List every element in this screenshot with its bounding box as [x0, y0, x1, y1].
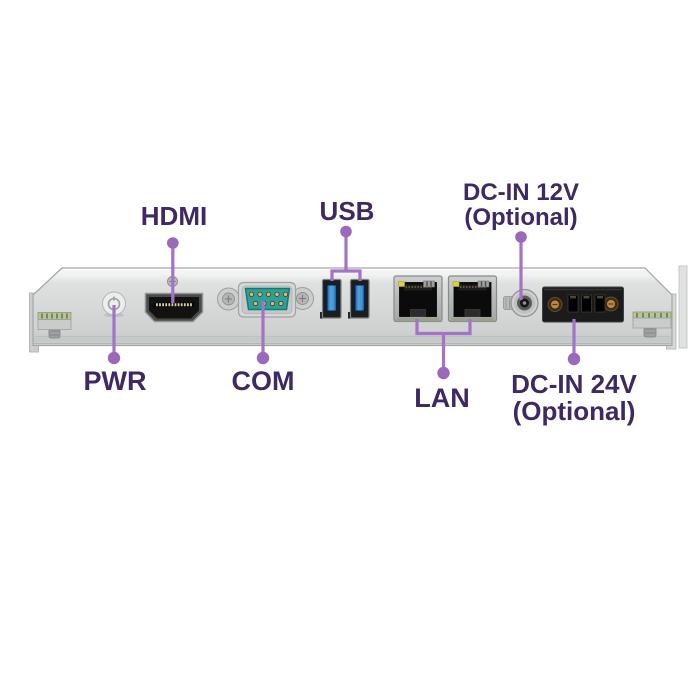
lan-port-1: [393, 275, 443, 323]
lan-leader-dot: [437, 366, 450, 380]
lan-label: LAN: [414, 383, 470, 413]
hdmi-port: [144, 292, 204, 323]
bracket-right-fold: [678, 265, 688, 349]
usb-port-2: [348, 278, 370, 319]
usb-leader-bracket: [330, 235, 362, 281]
dc-in-24v-terminal-block: [542, 286, 624, 323]
dc-in-24v-label-line2: (Optional): [512, 396, 636, 426]
com-leader-dot: [256, 351, 270, 365]
com-dsub-insert: [244, 287, 291, 311]
terminal-pin-openings: [567, 294, 606, 313]
dc-in-12v-label-line1: DC-IN 12V: [462, 179, 580, 206]
lan-leader-bracket: [415, 319, 472, 371]
dc-in-12v-barrel-jack: [503, 288, 539, 318]
dc12-leader-dot: [515, 231, 527, 243]
pwr-leader-dot: [107, 351, 121, 365]
dc-in-24v-label: DC-IN 24V (Optional): [511, 371, 637, 425]
usb-3-0-ports: [320, 278, 370, 319]
dc-in-12v-label: DC-IN 12V (Optional): [463, 180, 579, 230]
hdmi-leader-dot: [167, 237, 179, 249]
dc24-leader-dot: [567, 352, 581, 366]
usb-port-1: [320, 278, 342, 319]
pwr-label: PWR: [83, 366, 147, 396]
right-tab-body: [632, 317, 672, 329]
right-tab-pcb-edge: [632, 311, 672, 319]
hdmi-label: HDMI: [140, 201, 208, 231]
dc-in-24v-label-line1: DC-IN 24V: [511, 369, 637, 399]
usb-label: USB: [319, 196, 375, 226]
left-tab-pcb-edge: [37, 312, 72, 320]
usb-leader-dot: [340, 225, 352, 238]
lan-port-2: [447, 275, 498, 323]
lan1-led: [398, 281, 405, 287]
left-mount-tab: [37, 312, 72, 339]
lan2-led: [452, 281, 460, 287]
left-tab-body: [37, 319, 72, 330]
callout-leaders: [112, 235, 576, 371]
com-db9-serial-port: [217, 281, 314, 318]
callout-dots: [107, 225, 581, 380]
com-label: COM: [231, 366, 295, 396]
right-mount-tab: [632, 311, 672, 338]
dc-in-12v-label-line2: (Optional): [464, 204, 578, 231]
